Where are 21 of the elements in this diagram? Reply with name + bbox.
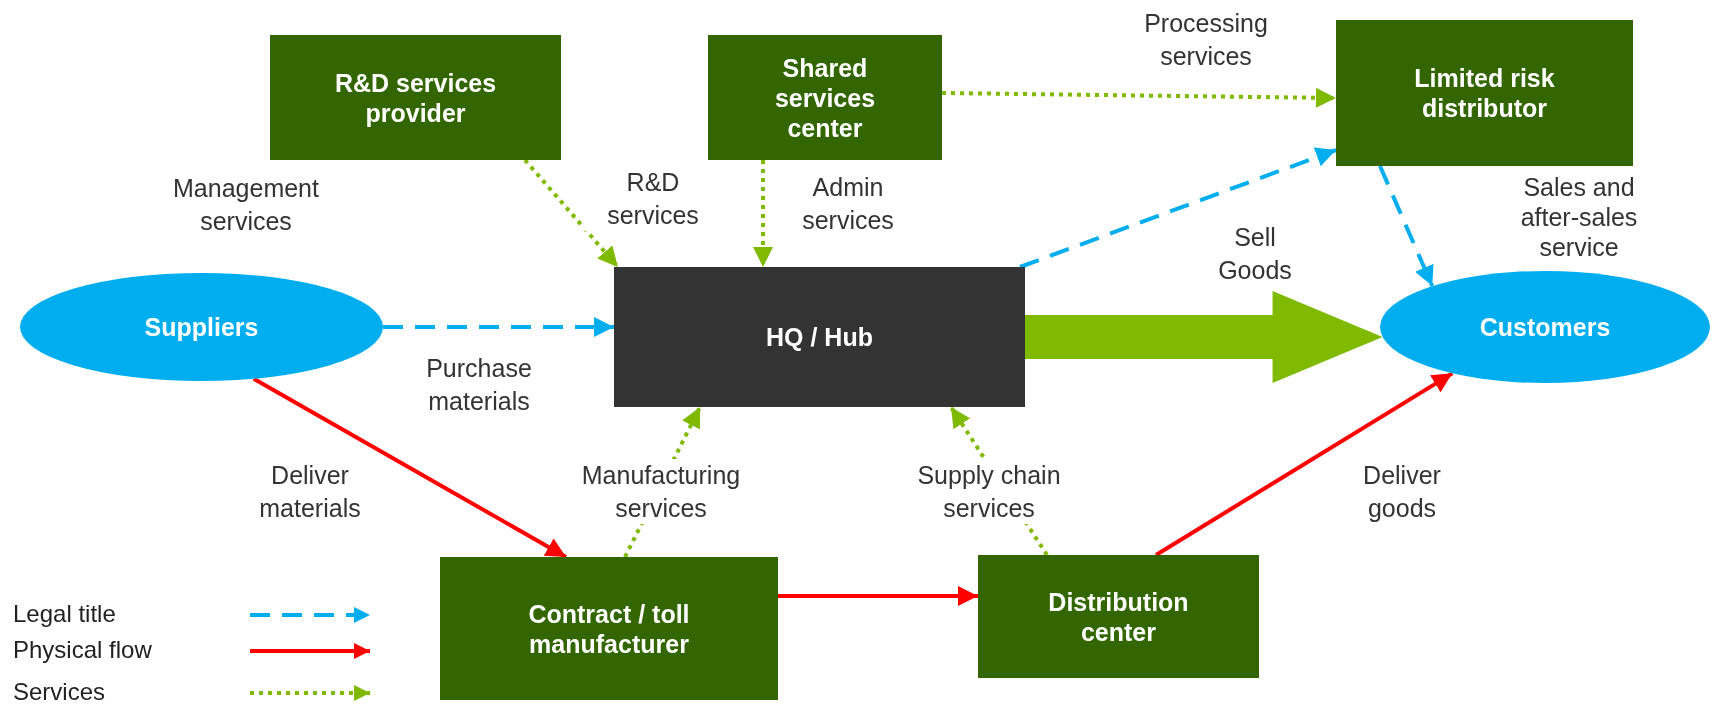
arrow [1154, 371, 1454, 557]
arrow [941, 87, 1337, 108]
arrow [1019, 147, 1337, 269]
process-box: Distribution center [978, 555, 1259, 678]
arrow [1378, 165, 1435, 287]
party-ellipse: Customers [1380, 271, 1710, 383]
legend-label: Services [13, 678, 106, 705]
process-box: Contract / toll manufacturer [440, 557, 778, 700]
arrow [383, 317, 614, 337]
block-arrow [1025, 290, 1383, 383]
arrow [753, 160, 773, 267]
process-box: Limited risk distributor [1336, 20, 1633, 166]
legend-label: Legal title [13, 600, 116, 628]
process-box: R&D services provider [270, 35, 561, 160]
process-box: Shared services center [708, 35, 942, 160]
party-ellipse: Suppliers [20, 273, 383, 381]
arrow [252, 377, 567, 559]
legend-label: Physical flow [13, 636, 152, 664]
arrow [523, 158, 620, 269]
arrow [778, 586, 978, 606]
hub-box: HQ / Hub [614, 267, 1025, 407]
